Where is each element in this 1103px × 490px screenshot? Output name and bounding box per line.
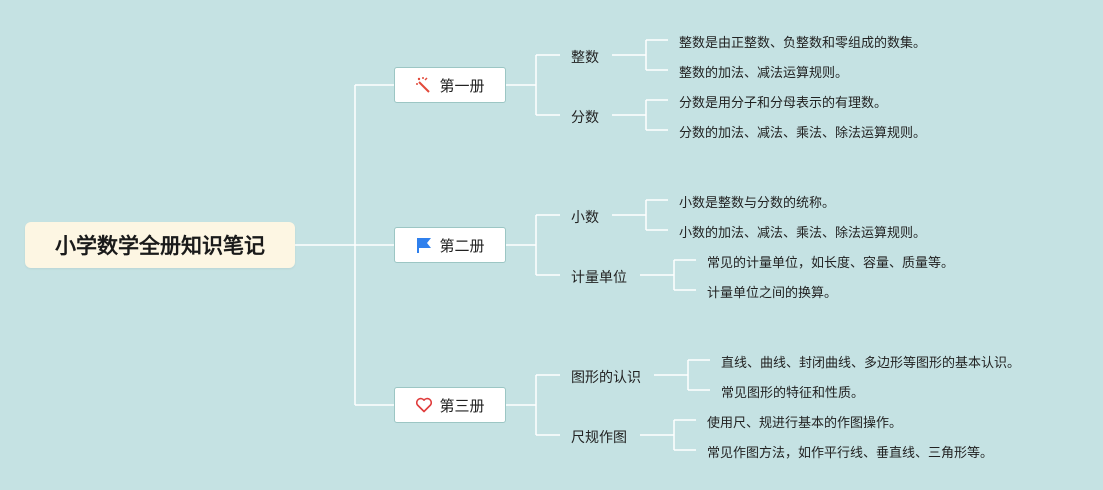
- leaf-node[interactable]: 整数的加法、减法运算规则。: [679, 66, 849, 81]
- flag-icon: [415, 236, 433, 254]
- topic-node[interactable]: 小数: [571, 210, 599, 226]
- book-node-1[interactable]: 第一册: [394, 67, 506, 103]
- heart-icon: [415, 396, 433, 414]
- root-title: 小学数学全册知识笔记: [55, 234, 265, 258]
- book-label: 第一册: [439, 76, 485, 95]
- topic-node[interactable]: 图形的认识: [571, 370, 641, 386]
- leaf-node[interactable]: 小数的加法、减法、乘法、除法运算规则。: [679, 226, 927, 241]
- leaf-node[interactable]: 计量单位之间的换算。: [707, 286, 838, 301]
- leaf-node[interactable]: 分数的加法、减法、乘法、除法运算规则。: [679, 126, 927, 141]
- topic-node[interactable]: 计量单位: [571, 270, 627, 286]
- leaf-node[interactable]: 直线、曲线、封闭曲线、多边形等图形的基本认识。: [721, 356, 1021, 371]
- root-node[interactable]: 小学数学全册知识笔记: [25, 222, 295, 268]
- book-node-3[interactable]: 第三册: [394, 387, 506, 423]
- topic-node[interactable]: 整数: [571, 50, 599, 66]
- leaf-node[interactable]: 分数是用分子和分母表示的有理数。: [679, 96, 888, 111]
- leaf-node[interactable]: 常见图形的特征和性质。: [721, 386, 865, 401]
- leaf-node[interactable]: 常见作图方法，如作平行线、垂直线、三角形等。: [707, 446, 994, 461]
- book-label: 第三册: [439, 396, 485, 415]
- magic-wand-icon: [415, 76, 433, 94]
- book-node-2[interactable]: 第二册: [394, 227, 506, 263]
- book-label: 第二册: [439, 236, 485, 255]
- leaf-node[interactable]: 整数是由正整数、负整数和零组成的数集。: [679, 36, 927, 51]
- topic-node[interactable]: 分数: [571, 110, 599, 126]
- leaf-node[interactable]: 小数是整数与分数的统称。: [679, 196, 836, 211]
- leaf-node[interactable]: 常见的计量单位，如长度、容量、质量等。: [707, 256, 955, 271]
- topic-node[interactable]: 尺规作图: [571, 430, 627, 446]
- leaf-node[interactable]: 使用尺、规进行基本的作图操作。: [707, 416, 903, 431]
